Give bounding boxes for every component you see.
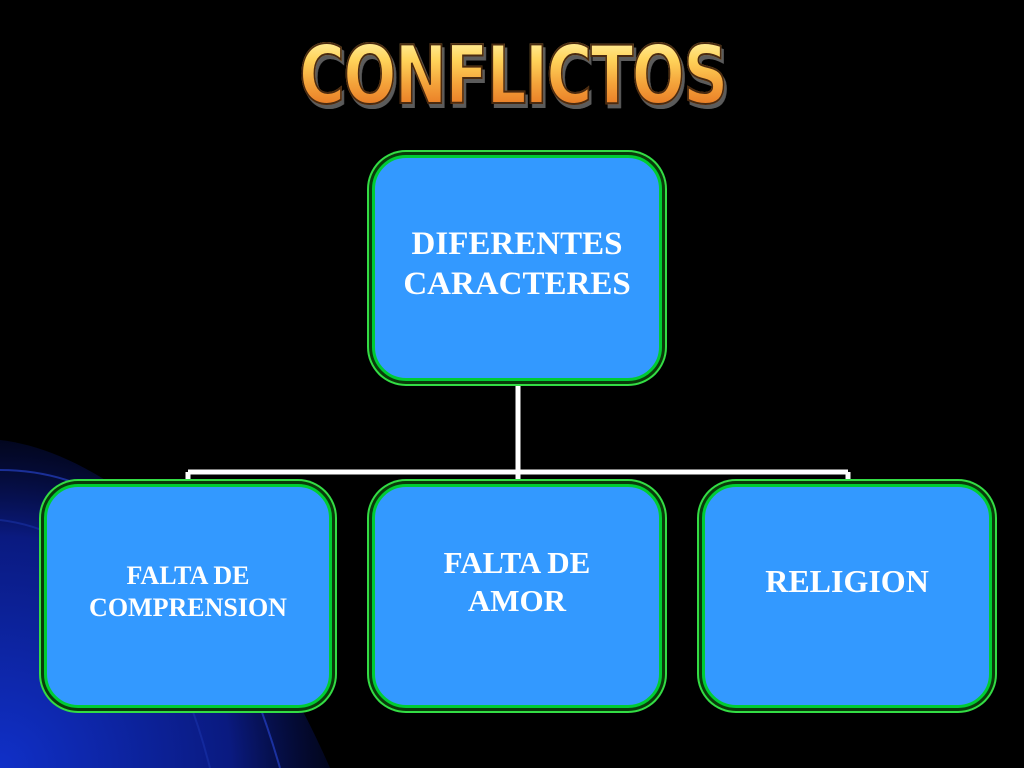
node-religion: RELIGION [702, 484, 992, 708]
node-label: RELIGION [765, 563, 929, 600]
node-label: FALTA DE AMOR [443, 545, 591, 618]
node-falta-de-comprension: FALTA DE COMPRENSION [44, 484, 332, 708]
slide-title: CONFLICTOS [114, 35, 913, 117]
node-diferentes-caracteres: DIFERENTES CARACTERES [372, 155, 662, 381]
node-falta-de-amor: FALTA DE AMOR [372, 484, 662, 708]
node-label: FALTA DE COMPRENSION [89, 561, 287, 622]
node-label: DIFERENTES CARACTERES [403, 225, 631, 302]
